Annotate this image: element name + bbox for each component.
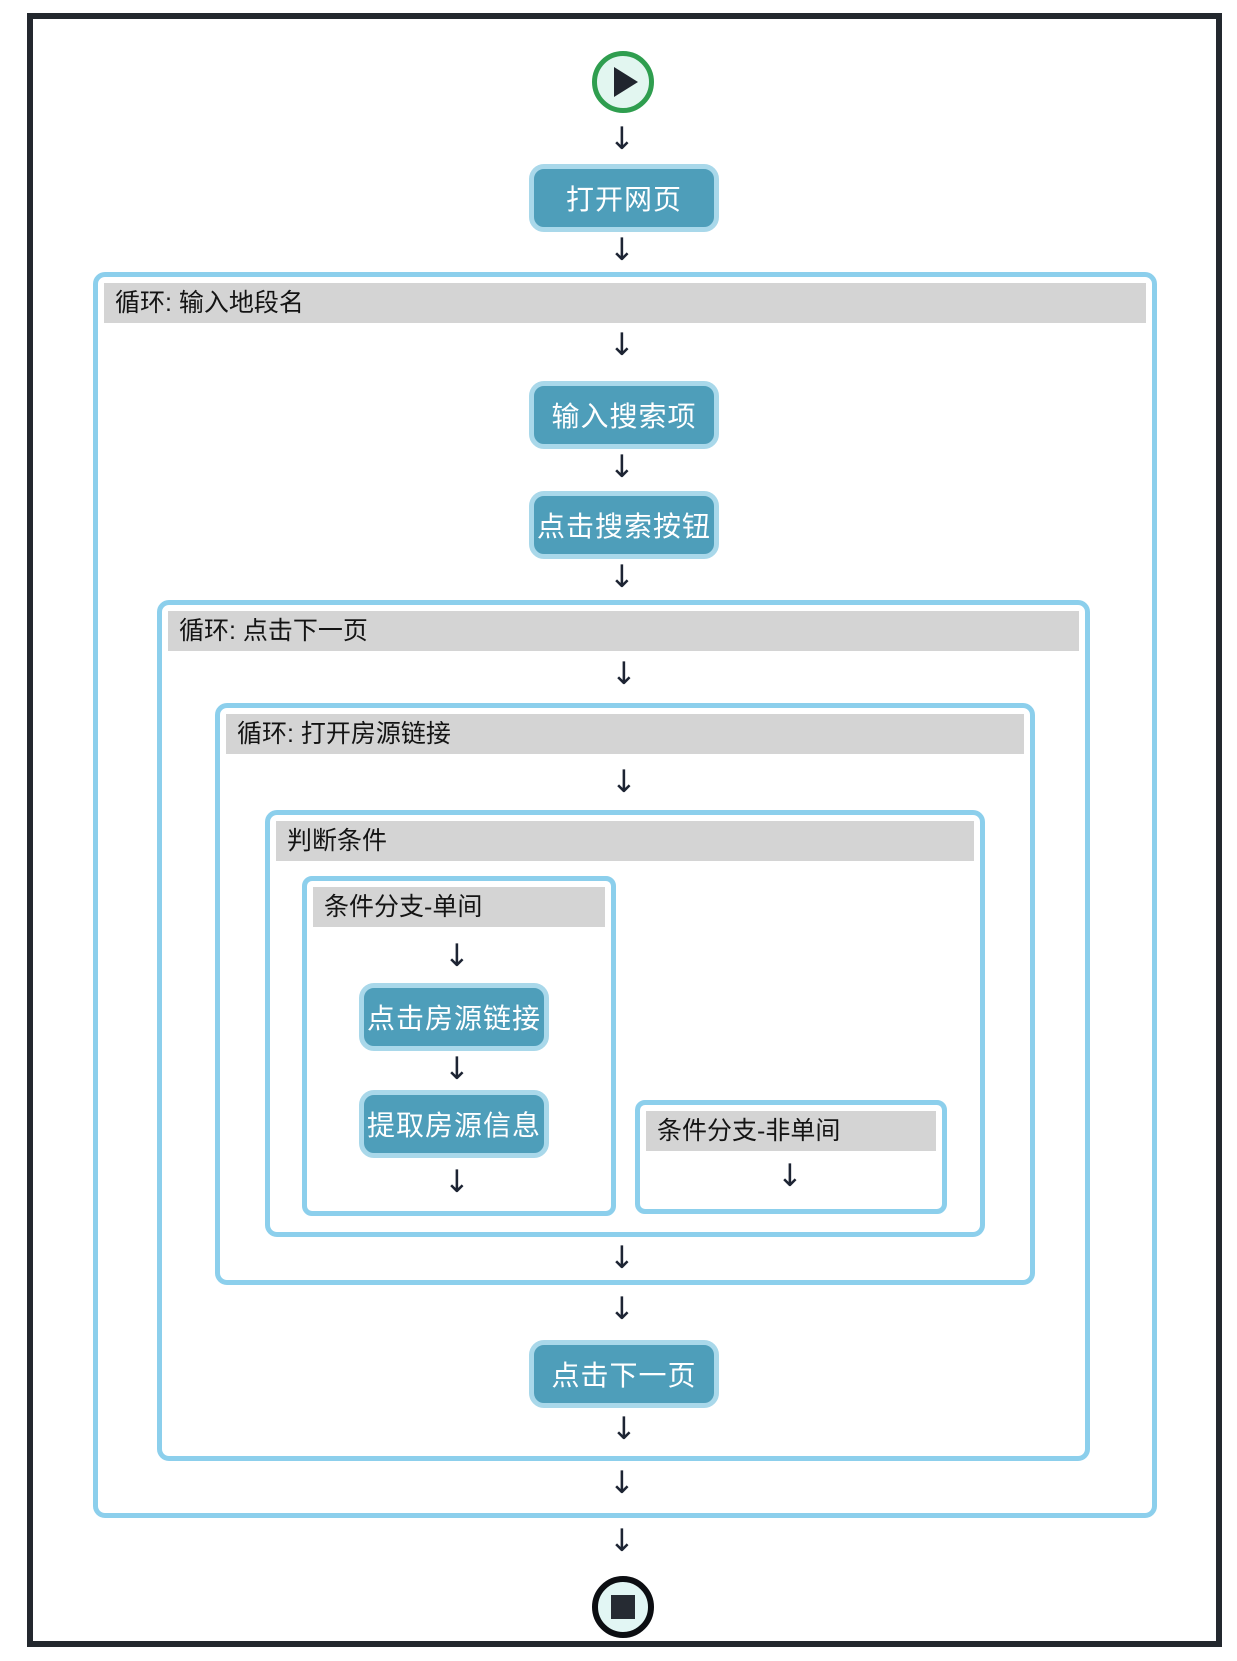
- loop-open-listing-header[interactable]: 循环: 打开房源链接: [226, 714, 1024, 754]
- stop-square-icon: [611, 1595, 635, 1619]
- click-listing-node[interactable]: 点击房源链接: [359, 983, 549, 1051]
- loop-open-listing-container: 循环: 打开房源链接: [215, 703, 1035, 1285]
- branch-single-room-header[interactable]: 条件分支-单间: [313, 887, 605, 927]
- extract-info-node[interactable]: 提取房源信息: [359, 1090, 549, 1158]
- open-page-node[interactable]: 打开网页: [529, 164, 719, 232]
- condition-container: 判断条件: [265, 810, 985, 1237]
- loop-input-location-header[interactable]: 循环: 输入地段名: [104, 283, 1146, 323]
- input-search-node[interactable]: 输入搜索项: [529, 381, 719, 449]
- flow-arrow: ↓: [777, 1158, 803, 1194]
- flow-arrow: ↓: [444, 1051, 470, 1087]
- outer-frame: [27, 13, 1222, 1647]
- flow-arrow: ↓: [609, 1240, 635, 1276]
- condition-header[interactable]: 判断条件: [276, 821, 974, 861]
- flow-arrow: ↓: [611, 1411, 637, 1447]
- branch-non-single-room-container: 条件分支-非单间: [635, 1100, 947, 1214]
- click-search-node[interactable]: 点击搜索按钮: [529, 491, 719, 559]
- stop-icon[interactable]: [592, 1576, 654, 1638]
- flow-arrow: ↓: [609, 327, 635, 363]
- loop-click-next-header[interactable]: 循环: 点击下一页: [168, 611, 1079, 651]
- flow-arrow: ↓: [609, 1523, 635, 1559]
- loop-input-location-container: 循环: 输入地段名: [93, 272, 1157, 1518]
- branch-single-room-container: 条件分支-单间: [302, 876, 616, 1216]
- play-icon: [614, 67, 638, 97]
- flow-arrow: ↓: [609, 232, 635, 268]
- flow-arrow: ↓: [444, 938, 470, 974]
- flow-arrow: ↓: [609, 1291, 635, 1327]
- flow-arrow: ↓: [609, 1465, 635, 1501]
- flow-arrow: ↓: [611, 656, 637, 692]
- click-next-page-node[interactable]: 点击下一页: [529, 1340, 719, 1408]
- start-icon[interactable]: [592, 51, 654, 113]
- branch-non-single-room-header[interactable]: 条件分支-非单间: [646, 1111, 936, 1151]
- flow-arrow: ↓: [611, 764, 637, 800]
- loop-click-next-container: 循环: 点击下一页: [157, 600, 1090, 1461]
- flow-arrow: ↓: [609, 449, 635, 485]
- flow-arrow: ↓: [609, 121, 635, 157]
- flow-arrow: ↓: [444, 1164, 470, 1200]
- flow-arrow: ↓: [609, 559, 635, 595]
